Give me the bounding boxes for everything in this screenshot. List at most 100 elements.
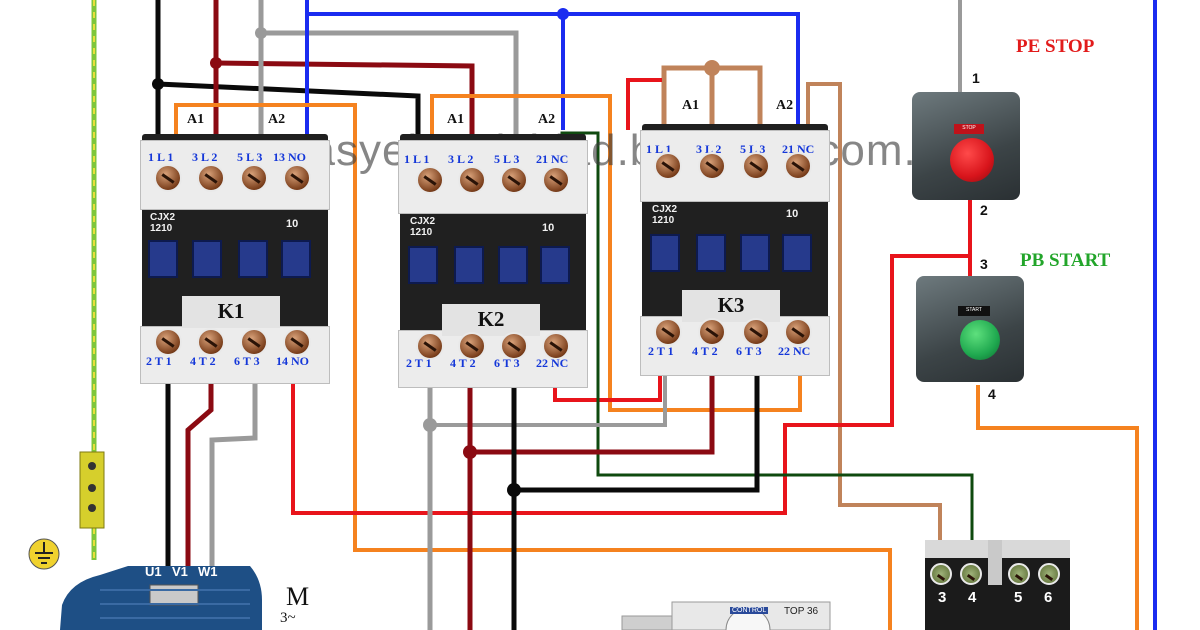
coil-a1-label: A1 xyxy=(447,112,465,127)
motor-nameplate xyxy=(149,584,199,606)
wire-l1-black-k2 xyxy=(157,81,421,140)
contactor-rating: 10 xyxy=(542,222,555,234)
bottom-terminal-label: 22 NC xyxy=(536,356,569,370)
bottom-terminal-label: 4 T 2 xyxy=(190,354,216,368)
terminal-screw xyxy=(240,164,268,192)
relay-terminal-screw xyxy=(930,563,952,585)
relay-center xyxy=(988,540,1002,585)
start-button-head[interactable] xyxy=(960,320,1000,360)
bottom-terminal-label: 14 NO xyxy=(276,354,309,368)
top-terminal-label: 21 NC xyxy=(782,142,815,156)
junction-dot xyxy=(507,483,521,497)
junction-dot xyxy=(152,78,164,90)
coil-a1-label: A1 xyxy=(682,98,700,113)
bottom-terminal-label: 2 T 1 xyxy=(146,354,172,368)
motor-feed-w xyxy=(209,370,258,630)
junction-dot xyxy=(210,57,222,69)
terminal-screw xyxy=(784,152,812,180)
top-terminal-label: 1 L 1 xyxy=(404,152,430,166)
contactor-window xyxy=(540,246,570,284)
contactor-tag: K1 xyxy=(182,296,280,328)
wire-orange-top xyxy=(174,103,892,630)
junction-dot xyxy=(423,418,437,432)
terminal-screw xyxy=(197,328,225,356)
start-button[interactable]: START xyxy=(916,276,1024,382)
timer-brand: CONTROL xyxy=(730,607,769,614)
motor-symbol-sub: 3~ xyxy=(280,610,296,626)
start-button-title: PB START xyxy=(1020,250,1111,271)
stop-button[interactable]: STOP xyxy=(912,92,1020,200)
coil-a2-label: A2 xyxy=(776,98,794,113)
terminal-screw xyxy=(197,164,225,192)
stop-button-title: PE STOP xyxy=(1016,36,1095,57)
contactor-window xyxy=(192,240,222,278)
motor-fins xyxy=(100,589,250,619)
top-terminal-label: 21 NC xyxy=(536,152,569,166)
relay-terminal-label: 4 xyxy=(968,589,977,606)
relay-terminal-screw xyxy=(1038,563,1060,585)
contactor-window xyxy=(498,246,528,284)
k2-out-red-link xyxy=(470,370,715,455)
timer-side xyxy=(621,615,673,630)
relay-terminal-label: 5 xyxy=(1014,589,1023,606)
contactor-window xyxy=(650,234,680,272)
k2-out-grey-link xyxy=(430,370,667,427)
start-terminal-bottom: 4 xyxy=(988,386,996,402)
earth-terminal-screw xyxy=(88,462,96,470)
start-terminal-top: 3 xyxy=(980,256,988,272)
relay-terminal-screw xyxy=(1008,563,1030,585)
terminal-screw xyxy=(542,332,570,360)
terminal-screw xyxy=(654,318,682,346)
wire-blue-a2 xyxy=(307,12,800,130)
motor-symbol: M xyxy=(286,582,310,611)
wire-orange-k2 xyxy=(430,94,802,412)
terminal-screw xyxy=(698,318,726,346)
contactor-window xyxy=(454,246,484,284)
terminal-screw xyxy=(542,166,570,194)
wire-l3-grey-k2 xyxy=(261,30,519,140)
relay-terminal-label: 6 xyxy=(1044,589,1053,606)
terminal-screw xyxy=(416,332,444,360)
relay-terminal-label: 3 xyxy=(938,589,947,606)
top-terminal-label: 13 NO xyxy=(273,150,306,164)
terminal-screw xyxy=(784,318,812,346)
terminal-screw xyxy=(283,328,311,356)
top-terminal-label: 5 L 3 xyxy=(494,152,520,166)
stop-plate: STOP xyxy=(954,124,984,134)
junction-dot xyxy=(255,27,267,39)
contactor-window xyxy=(408,246,438,284)
wire-l2-red-k2 xyxy=(215,60,475,140)
wire-red-k1 xyxy=(291,195,972,515)
contactor-window xyxy=(281,240,311,278)
contactor-window xyxy=(238,240,268,278)
start-plate: START xyxy=(958,306,990,316)
bottom-terminal-label: 6 T 3 xyxy=(494,356,520,370)
stop-button-head[interactable] xyxy=(950,138,994,182)
terminal-screw xyxy=(458,332,486,360)
junction-dot xyxy=(557,8,569,20)
terminal-screw xyxy=(500,166,528,194)
contactor-k2: A1 A2 1 L 1 3 L 2 5 L 3 21 NC CJX2 1210 … xyxy=(398,112,588,390)
junction-dot xyxy=(704,60,720,76)
contactor-tag: K3 xyxy=(682,290,780,322)
motor-terminal-w1: W1 xyxy=(198,564,218,579)
motor-terminal-v1: V1 xyxy=(172,564,188,579)
terminal-screw xyxy=(416,166,444,194)
bottom-terminal-label: 4 T 2 xyxy=(450,356,476,370)
contactor-model: CJX2 1210 xyxy=(150,212,176,234)
terminal-screw xyxy=(742,318,770,346)
contactor-model: CJX2 1210 xyxy=(652,204,678,226)
coil-a2-label: A2 xyxy=(268,112,286,127)
earth-terminal-screw xyxy=(88,484,96,492)
top-terminal-label: 3 L 2 xyxy=(448,152,474,166)
wire-orange-pb xyxy=(976,385,1139,630)
top-terminal-label: 5 L 3 xyxy=(237,150,263,164)
contactor-k1: A1 A2 1 L 1 3 L 2 5 L 3 13 NO CJX2 1210 … xyxy=(140,112,330,386)
motor-feed-v xyxy=(185,370,214,630)
contactor-rating: 10 xyxy=(286,218,299,230)
bottom-terminal-label: 6 T 3 xyxy=(234,354,260,368)
terminal-screw xyxy=(742,152,770,180)
bottom-terminal-label: 22 NC xyxy=(778,344,811,358)
relay-terminal-screw xyxy=(960,563,982,585)
